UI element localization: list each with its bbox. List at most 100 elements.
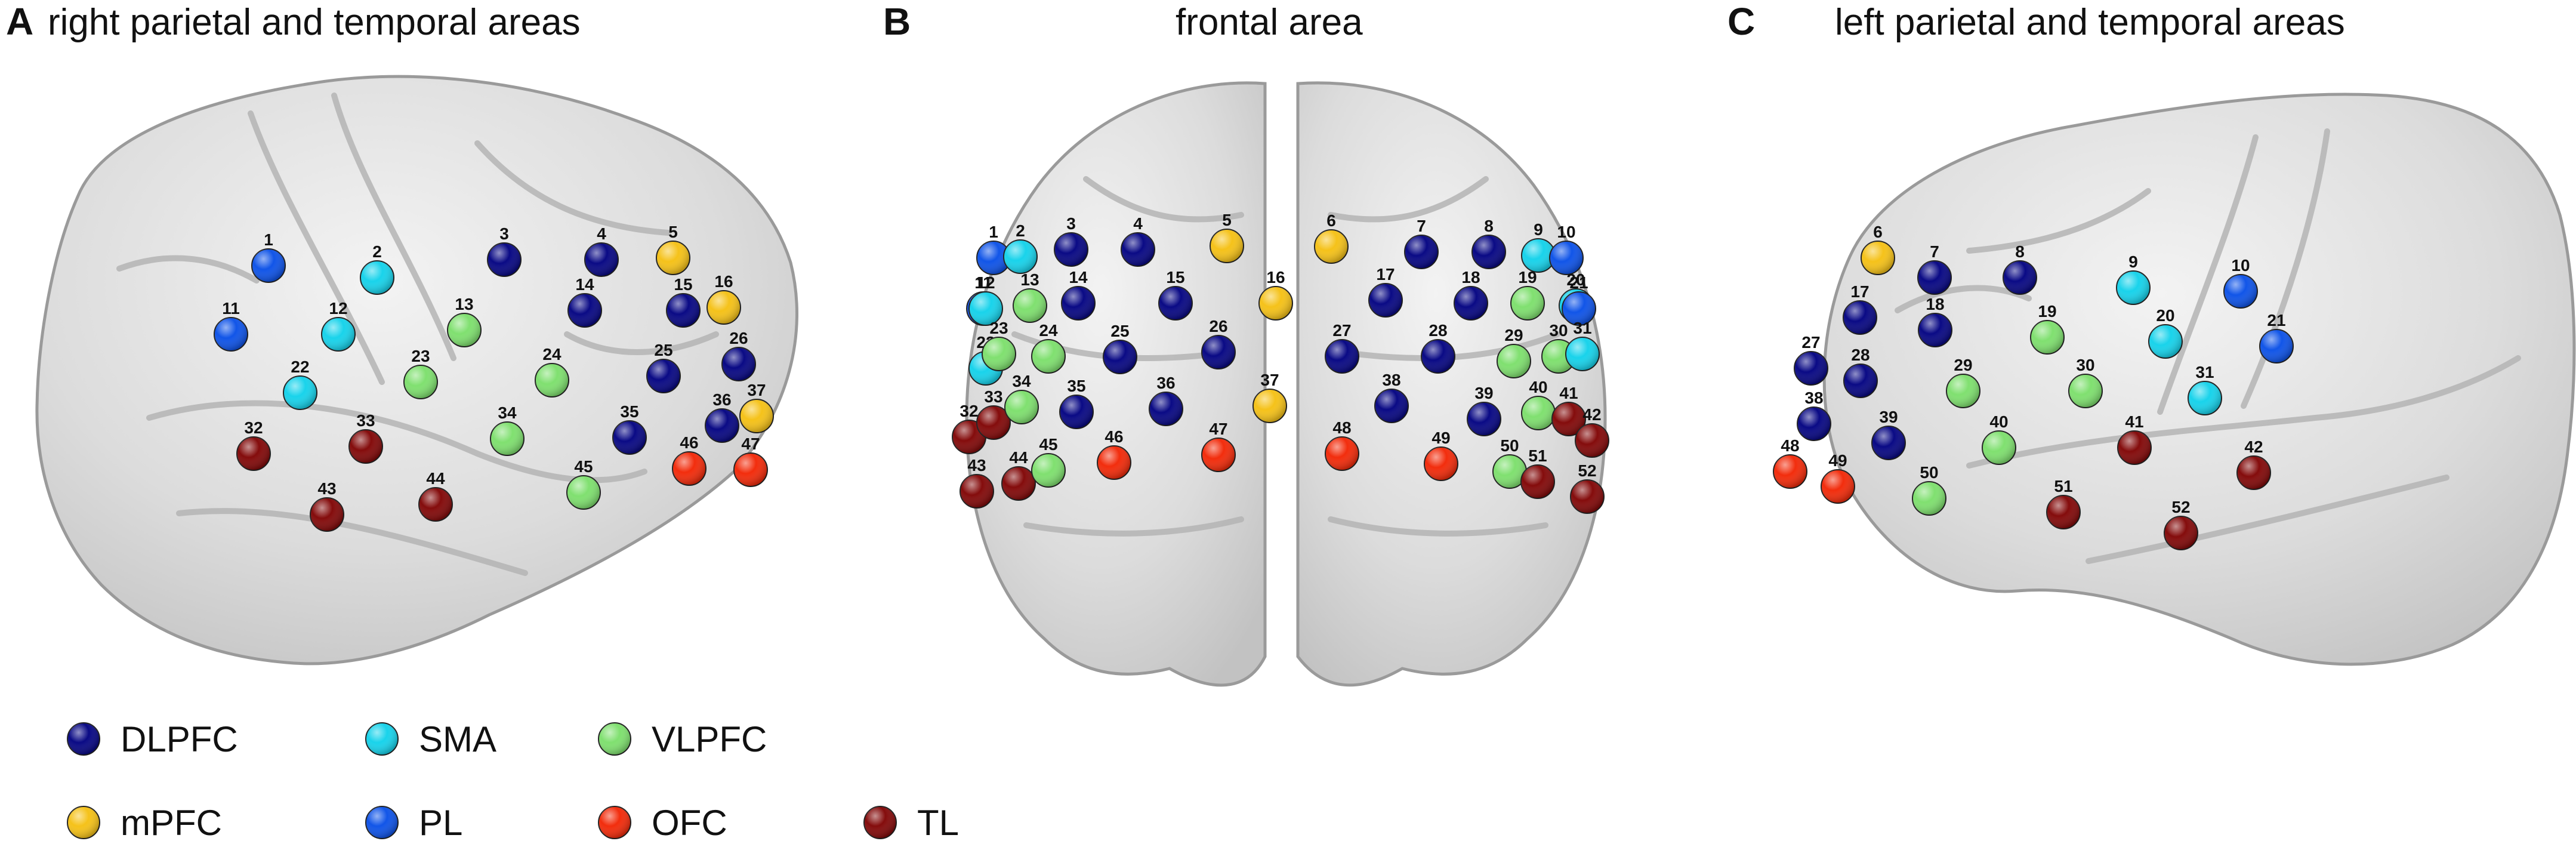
channel-label: 24 [542,345,562,364]
channel-label: 25 [1110,322,1129,340]
channel-label: 46 [1105,427,1123,446]
channel-label: 39 [1474,384,1493,402]
channel-label: 41 [2125,412,2143,431]
channel-dot-shade [567,476,600,509]
channel-label: 21 [1569,273,1588,292]
channel-a-5: 5 [656,223,690,275]
channel-dot-shade [1002,467,1035,500]
channel-c-7: 7 [1917,242,1952,295]
channel-label: 11 [974,273,992,292]
channel-a-34: 34 [490,403,525,456]
channel-label: 40 [1989,412,2008,431]
channel-a-36: 36 [705,390,739,443]
channel-a-26: 26 [721,329,756,381]
channel-b-43: 43 [960,456,994,509]
channel-b-51: 51 [1520,446,1555,499]
channel-dot-shade [2118,431,2151,464]
channel-dot-shade [2237,456,2270,489]
channel-dot-shade [1872,426,1905,460]
channel-a-23: 23 [403,347,438,399]
legend-item-sma: SMA [365,719,496,759]
channel-label: 18 [1461,268,1480,287]
channel-label: 31 [2195,363,2214,381]
channel-dot-shade [982,337,1016,371]
channel-dot-shade [488,243,521,276]
channel-label: 37 [1260,371,1279,389]
channel-b-5: 5 [1210,211,1244,263]
channel-label: 28 [1851,346,1869,364]
channel-dot-shade [1375,389,1408,423]
channel-label: 9 [1534,220,1543,239]
channel-dot-shade [404,365,437,399]
legend-swatch-shade [67,723,100,755]
channel-dot-shade [1773,455,1807,488]
channel-dot-shade [1982,431,2016,464]
channel-dot-shade [1497,344,1531,378]
channel-dot-shade [1522,239,1555,272]
channel-label: 10 [1557,223,1575,241]
legend-item-vlpfc: VLPFC [598,719,767,759]
channel-label: 52 [2171,498,2190,516]
channel-label: 34 [1012,372,1031,390]
channel-label: 20 [2156,306,2174,325]
channel-b-4: 4 [1121,214,1155,267]
channel-dot-shade [1253,389,1287,423]
channel-c-8: 8 [2003,242,2037,295]
channel-dot-shade [1566,337,1599,371]
channel-c-21: 21 [2259,311,2294,364]
channel-a-44: 44 [418,469,453,522]
channel-b-37: 37 [1252,371,1287,423]
legend-item-mpfc: mPFC [67,803,222,843]
channel-label: 19 [1518,268,1537,287]
channel-label: 24 [1039,321,1058,340]
channel-dot-shade [448,313,481,347]
channel-a-32: 32 [236,418,271,471]
channel-dot-shade [2031,321,2064,354]
channel-dot-shade [1054,233,1088,266]
channel-dot-shade [1844,364,1877,398]
channel-dot-shade [2069,374,2102,408]
channel-label: 20 [1566,270,1585,289]
channel-label: 2 [1016,221,1025,240]
channel-dot-shade [214,318,248,351]
channel-label: 23 [989,319,1008,337]
channel-a-35: 35 [612,402,647,455]
channel-dot-shade [647,359,680,393]
channel-b-13: 13 [1013,270,1047,323]
channel-label: 27 [1801,333,1820,352]
channel-b-9: 9 [1521,220,1556,273]
channel-label: 13 [1020,270,1039,289]
channel-label: 23 [411,347,430,365]
legend-label: DLPFC [121,719,238,759]
channel-b-1: 1 [976,223,1011,275]
channel-label: 12 [976,273,995,292]
channel-dot-shade [2164,516,2198,550]
channel-label: 36 [1156,374,1175,392]
channel-label: 33 [356,411,375,430]
channel-label: 17 [1376,265,1395,284]
channel-label: 38 [1382,371,1400,389]
channel-label: 7 [1417,217,1426,235]
channel-dot-shade [283,376,317,409]
channel-b-41: 41 [1551,384,1586,436]
channel-label: 47 [1209,420,1227,438]
channel-label: 9 [2128,252,2138,271]
channel-c-31: 31 [2188,363,2222,415]
channel-label: 6 [1873,223,1883,241]
channel-dot-shade [1511,287,1544,320]
channel-dot-shade [1424,447,1458,480]
channel-label: 30 [2076,356,2094,374]
legend-swatch-shade [864,806,896,839]
legend-item-ofc: OFC [598,803,727,843]
channel-b-28: 28 [1421,321,1455,374]
channel-c-42: 42 [2236,438,2271,490]
channel-dot-shade [1032,340,1065,373]
channel-label: 44 [1009,448,1028,467]
channel-b-7: 7 [1404,217,1439,269]
channel-label: 3 [1066,214,1076,233]
channel-label: 25 [654,341,672,359]
channel-label: 26 [729,329,748,347]
channel-dot-shade [960,475,994,508]
channel-dot-shade [310,498,344,531]
channel-label: 41 [1559,384,1578,402]
